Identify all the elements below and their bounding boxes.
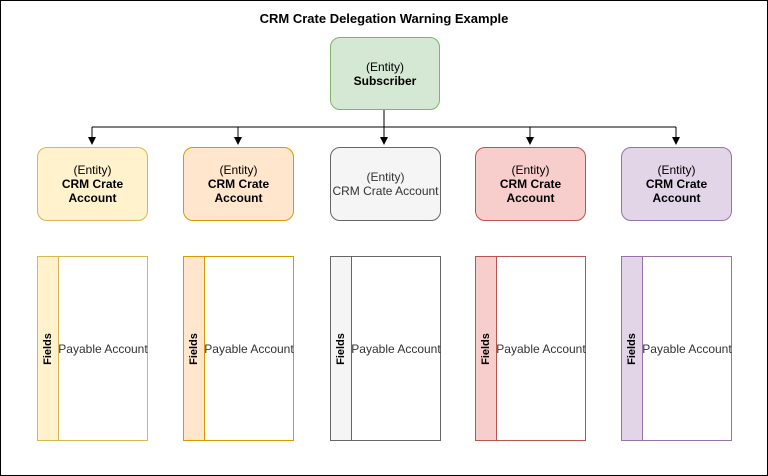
field-item[interactable]: Payable Account — [496, 341, 586, 356]
fields-container-4[interactable]: Fields Payable Account — [475, 256, 586, 441]
fields-header-label: Fields — [626, 333, 638, 365]
fields-header: Fields — [331, 257, 352, 440]
diagram-title: CRM Crate Delegation Warning Example — [259, 11, 509, 26]
fields-header: Fields — [622, 257, 643, 440]
entity-kind-label: (Entity) — [365, 59, 404, 74]
fields-header: Fields — [476, 257, 497, 440]
fields-header-label: Fields — [188, 333, 200, 365]
entity-kind-label: (Entity) — [73, 163, 112, 177]
entity-name-label: CRM Crate Account — [332, 184, 439, 198]
crm-crate-account-node-4[interactable]: (Entity) CRM Crate Account — [475, 147, 586, 221]
fields-container-5[interactable]: Fields Payable Account — [621, 256, 732, 441]
fields-header: Fields — [38, 257, 59, 440]
field-item[interactable]: Payable Account — [204, 341, 294, 356]
fields-header-label: Fields — [335, 333, 347, 365]
subscriber-entity-node[interactable]: (Entity) Subscriber — [330, 37, 440, 110]
field-item[interactable]: Payable Account — [351, 341, 441, 356]
entity-kind-label: (Entity) — [219, 163, 258, 177]
fields-header: Fields — [184, 257, 205, 440]
field-item[interactable]: Payable Account — [58, 341, 148, 356]
entity-kind-label: (Entity) — [657, 163, 696, 177]
entity-name-label: Subscriber — [353, 73, 417, 88]
entity-name-label: CRM Crate Account — [499, 177, 562, 205]
crm-crate-account-node-3[interactable]: (Entity) CRM Crate Account — [330, 147, 441, 221]
fields-container-2[interactable]: Fields Payable Account — [183, 256, 294, 441]
entity-kind-label: (Entity) — [511, 163, 550, 177]
crm-crate-account-node-1[interactable]: (Entity) CRM Crate Account — [37, 147, 148, 221]
fields-header-label: Fields — [480, 333, 492, 365]
fields-container-3[interactable]: Fields Payable Account — [330, 256, 441, 441]
entity-name-label: CRM Crate Account — [61, 177, 124, 205]
entity-name-label: CRM Crate Account — [207, 177, 270, 205]
crm-crate-account-node-2[interactable]: (Entity) CRM Crate Account — [183, 147, 294, 221]
field-item[interactable]: Payable Account — [642, 341, 732, 356]
fields-container-1[interactable]: Fields Payable Account — [37, 256, 148, 441]
fields-header-label: Fields — [42, 333, 54, 365]
crm-crate-account-node-5[interactable]: (Entity) CRM Crate Account — [621, 147, 732, 221]
entity-name-label: CRM Crate Account — [645, 177, 708, 205]
entity-kind-label: (Entity) — [366, 170, 405, 184]
